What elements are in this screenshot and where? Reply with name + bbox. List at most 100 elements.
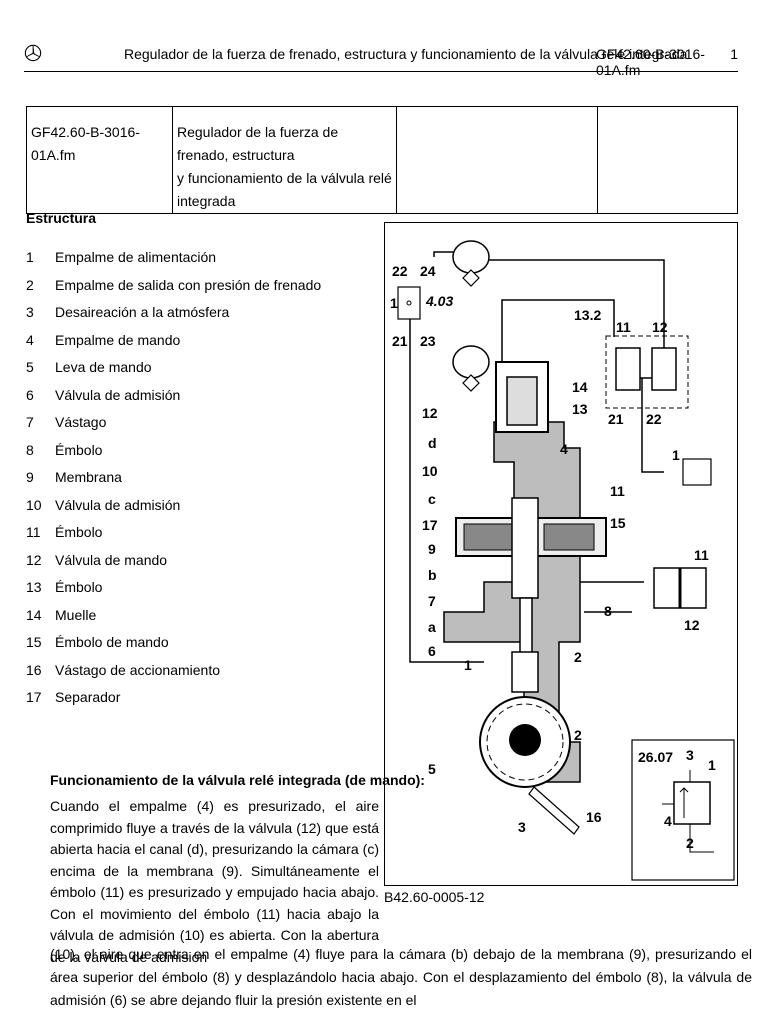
doc-code: GF42.60-B-3016-01A.fm <box>31 124 140 163</box>
item-label: Desaireación a la atmósfera <box>55 304 230 320</box>
item-number: 7 <box>26 414 34 430</box>
parts-list-item: 4 Empalme de mando <box>26 330 321 358</box>
fig-label-13: 13 <box>572 401 588 417</box>
fig-label-9: 9 <box>428 541 436 557</box>
item-label: Émbolo <box>55 579 103 595</box>
function-paragraph-1: Cuando el empalme (4) es presurizado, el… <box>50 798 379 965</box>
relay-valve-diagram: 22 24 1 4.03 21 23 13.2 11 12 14 13 12 d… <box>384 222 738 886</box>
item-number: 8 <box>26 441 34 458</box>
item-label: Válvula de admisión <box>55 386 181 403</box>
fig-label-4-03: 4.03 <box>425 293 453 309</box>
fig-label-26-07: 26.07 <box>638 749 673 765</box>
item-label: Empalme de alimentación <box>55 249 217 265</box>
fig-label-16: 16 <box>586 809 602 825</box>
fig-label-11-cyl: 11 <box>694 547 709 563</box>
fig-label-6: 6 <box>428 643 436 659</box>
header-title: Regulador de la fuerza de frenado, estru… <box>124 46 688 62</box>
fig-label-2-lower: 2 <box>574 727 582 743</box>
page-header: Regulador de la fuerza de frenado, estru… <box>24 44 738 78</box>
item-label: Empalme de salida con presión de frenado <box>55 276 322 293</box>
item-number: 11 <box>26 524 41 540</box>
parts-list-item: 5 Leva de mando <box>26 357 321 385</box>
fig-label-7: 7 <box>428 593 436 609</box>
fig-label-b: b <box>428 567 437 583</box>
empty-cell <box>597 106 738 214</box>
item-label: Muelle <box>55 606 97 623</box>
reservoir-top <box>452 240 490 274</box>
page-number: 1 <box>730 46 738 62</box>
item-label: Válvula de mando <box>55 551 168 568</box>
brand-logo-icon <box>24 44 42 62</box>
item-number: 14 <box>26 606 42 623</box>
fig-label-22-right: 22 <box>646 411 662 427</box>
item-label: Empalme de mando <box>55 331 181 348</box>
fig-label-1: 1 <box>390 295 398 311</box>
item-number: 15 <box>26 634 42 650</box>
fig-label-12-cyl: 12 <box>684 617 700 633</box>
fig-label-1-inset: 1 <box>708 757 716 773</box>
parts-list-item: 13 Émbolo <box>26 577 321 605</box>
parts-list-item: 11 Émbolo <box>26 522 321 550</box>
fig-label-d: d <box>428 435 437 451</box>
fig-label-8: 8 <box>604 603 612 619</box>
item-number: 1 <box>26 249 34 265</box>
fig-label-13-2: 13.2 <box>574 307 601 323</box>
doc-code-cell: GF42.60-B-3016-01A.fm <box>26 106 173 214</box>
item-number: 13 <box>26 579 42 595</box>
fig-label-1-body: 1 <box>464 657 472 673</box>
valve-13-2 <box>605 335 689 409</box>
reservoir-middle <box>452 345 490 379</box>
item-number: 16 <box>26 661 42 678</box>
parts-list-item: 16 Vástago de accionamiento <box>26 660 321 688</box>
fig-label-24: 24 <box>420 263 436 279</box>
header-doc-code: GF42.60-B-3016-01A.fm <box>596 46 705 78</box>
item-number: 17 <box>26 689 42 705</box>
fig-label-17: 17 <box>422 517 438 533</box>
item-number: 10 <box>26 496 42 513</box>
doc-title-line1: Regulador de la fuerza de frenado, estru… <box>177 124 339 163</box>
item-number: 6 <box>26 386 34 403</box>
fig-label-22: 22 <box>392 263 408 279</box>
parts-list-item: 8 Émbolo <box>26 440 321 468</box>
item-label: Vástago de accionamiento <box>55 661 220 678</box>
item-label: Émbolo <box>55 524 103 540</box>
document-info-table: GF42.60-B-3016-01A.fm Regulador de la fu… <box>26 106 738 214</box>
item-number: 3 <box>26 304 34 320</box>
fig-label-4-inset: 4 <box>664 813 672 829</box>
fig-label-23: 23 <box>420 333 436 349</box>
item-label: Válvula de admisión <box>55 496 181 513</box>
header-divider <box>24 71 738 72</box>
section-title-function: Funcionamiento de la válvula relé integr… <box>50 772 425 788</box>
fig-label-15: 15 <box>610 515 626 531</box>
item-label: Émbolo <box>55 441 103 458</box>
parts-list-item: 10 Válvula de admisión <box>26 495 321 523</box>
item-number: 4 <box>26 331 34 348</box>
fig-label-3: 3 <box>518 819 526 835</box>
section-title-structure: Estructura <box>26 210 97 226</box>
fig-label-5: 5 <box>428 761 436 777</box>
doc-title-cell: Regulador de la fuerza de frenado, estru… <box>172 106 397 214</box>
fig-label-21-right: 21 <box>608 411 624 427</box>
item-label: Leva de mando <box>55 359 152 375</box>
fig-label-14: 14 <box>572 379 588 395</box>
fig-label-4: 4 <box>560 441 568 457</box>
fig-label-3-inset: 3 <box>686 747 694 763</box>
parts-list-item: 14 Muelle <box>26 605 321 633</box>
item-label: Membrana <box>55 469 122 485</box>
parts-list-item: 12 Válvula de mando <box>26 550 321 578</box>
figure-caption: B42.60-0005-12 <box>384 889 485 905</box>
item-label: Émbolo de mando <box>55 634 169 650</box>
fig-label-2: 2 <box>574 649 582 665</box>
parts-list-item: 6 Válvula de admisión <box>26 385 321 413</box>
empty-cell <box>396 106 598 214</box>
item-number: 12 <box>26 551 42 568</box>
parts-list-item: 15 Émbolo de mando <box>26 632 321 660</box>
fig-label-12: 12 <box>652 319 668 335</box>
parts-list-item: 1 Empalme de alimentación <box>26 247 321 275</box>
item-number: 5 <box>26 359 34 375</box>
